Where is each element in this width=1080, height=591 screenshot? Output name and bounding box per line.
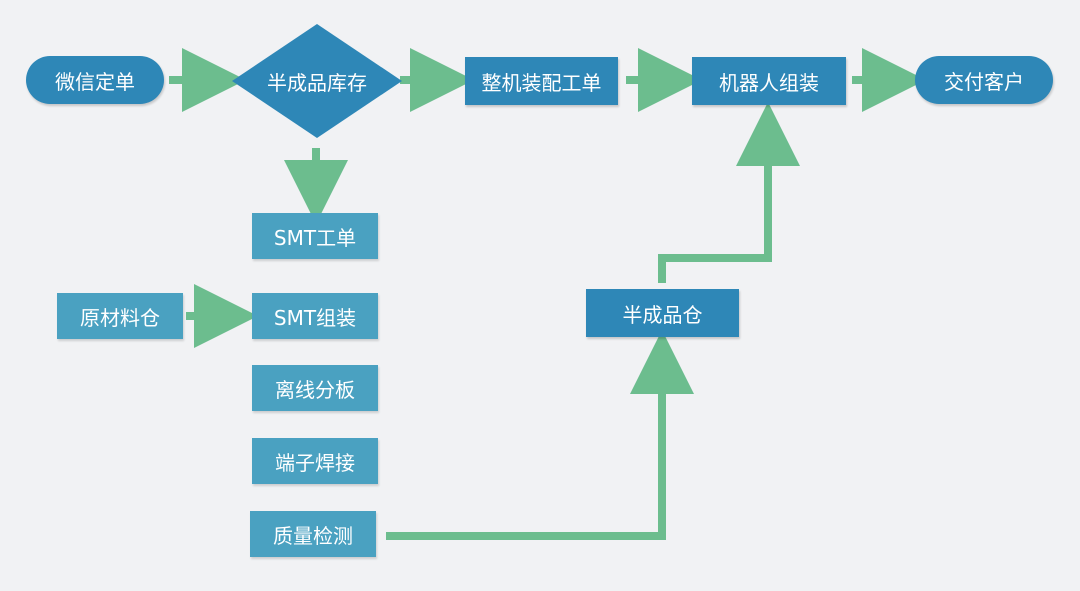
- node-terminal-solder: 端子焊接: [252, 438, 378, 484]
- node-smt-order: SMT工单: [252, 213, 378, 259]
- node-semi-warehouse: 半成品仓: [586, 289, 739, 337]
- node-semi-stock-diamond: [232, 24, 402, 138]
- node-offline-split: 离线分板: [252, 365, 378, 411]
- arrow-semi-warehouse-to-robot: [658, 102, 800, 283]
- node-assembly-order: 整机装配工单: [465, 57, 618, 105]
- node-deliver-customer: 交付客户: [915, 56, 1053, 104]
- node-semi-stock-label: 半成品库存: [267, 70, 367, 95]
- node-quality-check: 质量检测: [250, 511, 376, 557]
- node-robot-assembly: 机器人组装: [692, 57, 846, 105]
- arrow-quality-to-semi-warehouse: [386, 330, 694, 540]
- node-wechat-order: 微信定单: [26, 56, 164, 104]
- node-smt-assembly: SMT组装: [252, 293, 378, 339]
- node-raw-material: 原材料仓: [57, 293, 183, 339]
